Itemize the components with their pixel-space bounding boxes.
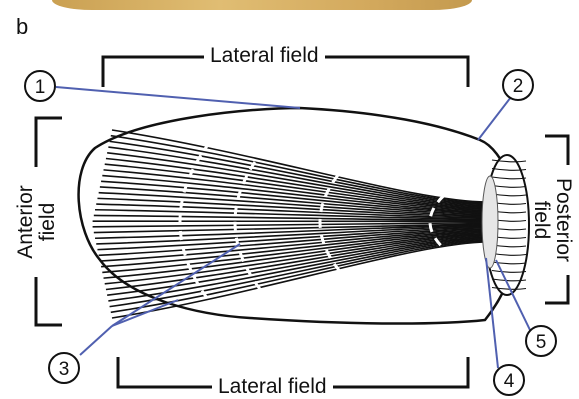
callout-4: 4 [494,365,524,395]
callout-line-1 [56,87,300,108]
callout-3: 3 [49,353,79,383]
anterior-field-label-line2: field [37,167,59,277]
svg-text:5: 5 [536,332,547,353]
callout-line-2 [478,97,511,140]
callout-2: 2 [503,70,533,100]
callout-line-3c [80,326,112,355]
svg-text:3: 3 [59,359,70,380]
lateral-field-label-bottom: Lateral field [212,375,333,399]
lateral-field-label-top: Lateral field [204,44,325,68]
callout-5: 5 [526,326,556,356]
anterior-field-label: Anterior field [15,167,59,277]
svg-text:1: 1 [35,77,46,98]
callout-1: 1 [25,71,55,101]
posterior-field-label-line1: Posterior [552,165,574,275]
posterior-aperture [482,176,498,268]
posterior-field-label-line2: field [530,165,552,275]
posterior-field-label: Posterior field [530,165,574,275]
svg-text:2: 2 [513,76,524,97]
svg-text:4: 4 [504,371,515,392]
anterior-field-label-line1: Anterior [15,167,37,277]
